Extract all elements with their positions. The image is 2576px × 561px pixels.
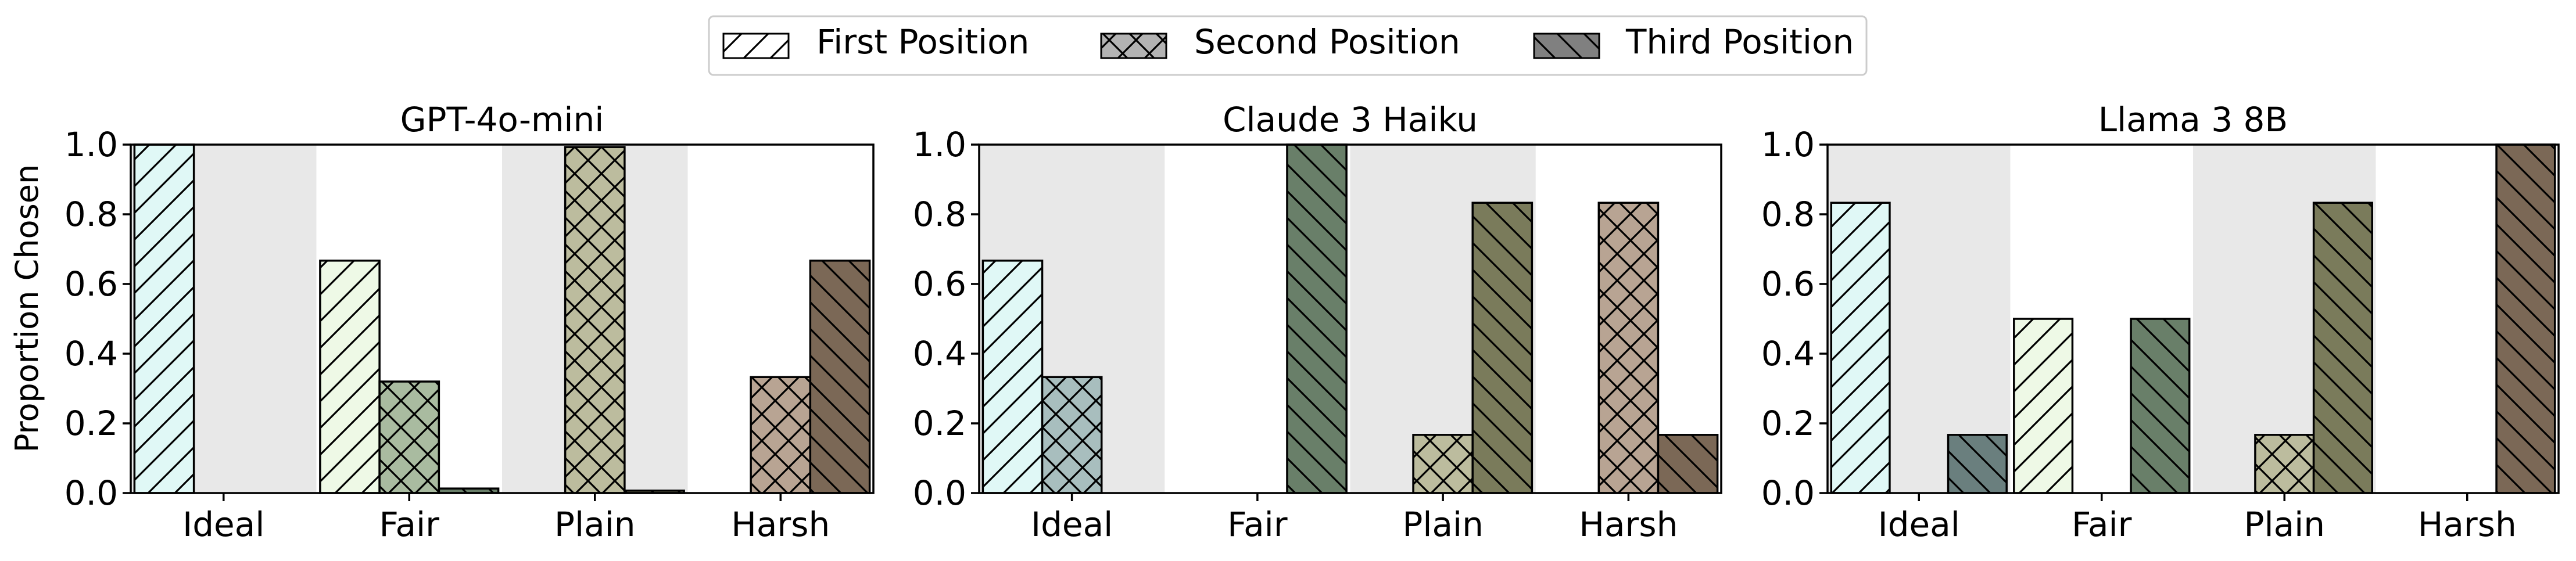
legend-item-second: Second Position bbox=[1100, 22, 1460, 62]
bar-hatch bbox=[2013, 318, 2074, 494]
y-tick-label: 0.0 bbox=[913, 473, 966, 513]
bar-hatch bbox=[809, 260, 871, 494]
bar-third-ideal bbox=[1947, 434, 2008, 494]
bar-third-plain bbox=[1471, 202, 1534, 494]
bar-third-harsh bbox=[1657, 434, 1719, 494]
bar-hatch bbox=[133, 143, 195, 494]
x-tick-label: Plain bbox=[554, 505, 636, 544]
y-tick-label: 0.6 bbox=[1761, 264, 1815, 304]
bar-third-harsh bbox=[2495, 143, 2556, 494]
y-tick-label: 0.8 bbox=[913, 195, 966, 234]
panel-title: Claude 3 Haiku bbox=[1223, 100, 1478, 139]
bar-first-fair bbox=[2013, 318, 2074, 494]
bar-second-harsh bbox=[1597, 202, 1660, 494]
bar-hatch bbox=[319, 260, 381, 494]
bar-second-plain bbox=[564, 146, 626, 494]
bar-hatch bbox=[1041, 376, 1103, 494]
bar-hatch bbox=[981, 260, 1044, 494]
bar-hatch bbox=[1947, 434, 2008, 494]
bar-second-plain bbox=[1412, 434, 1474, 494]
x-tick-label: Harsh bbox=[1579, 505, 1678, 544]
y-tick-label: 0.2 bbox=[1761, 404, 1815, 443]
bar-third-fair bbox=[2130, 318, 2191, 494]
x-tick-label: Harsh bbox=[731, 505, 830, 544]
legend-swatch-hatch bbox=[722, 33, 790, 59]
legend-item-first: First Position bbox=[722, 22, 1029, 62]
y-tick-label: 0.0 bbox=[1761, 473, 1815, 513]
legend-swatch-hatch bbox=[1100, 33, 1167, 59]
x-tick-label: Fair bbox=[379, 505, 439, 544]
bar-hatch bbox=[1471, 202, 1534, 494]
bar-hatch bbox=[2130, 318, 2191, 494]
panel-title: Llama 3 8B bbox=[2098, 100, 2288, 139]
y-tick-label: 0.4 bbox=[1761, 334, 1815, 373]
bar-first-ideal bbox=[981, 260, 1044, 494]
bar-second-ideal bbox=[1041, 376, 1103, 494]
x-tick-label: Plain bbox=[1402, 505, 1484, 544]
legend-item-third: Third Position bbox=[1533, 22, 1854, 62]
axes-frame bbox=[1826, 143, 2560, 494]
legend-label-second: Second Position bbox=[1194, 22, 1460, 62]
y-tick-label: 0.6 bbox=[913, 264, 966, 304]
panel-title: GPT-4o-mini bbox=[400, 100, 604, 139]
bar-hatch bbox=[1830, 202, 1891, 494]
bar-hatch bbox=[2312, 202, 2373, 494]
x-tick-label: Ideal bbox=[182, 505, 264, 544]
bar-hatch bbox=[1597, 202, 1660, 494]
y-tick-label: 0.4 bbox=[913, 334, 966, 373]
y-axis-label: Proportion Chosen bbox=[9, 164, 45, 452]
y-tick-label: 1.0 bbox=[65, 125, 118, 164]
bar-second-plain bbox=[2254, 434, 2315, 494]
y-tick-label: 0.8 bbox=[1761, 195, 1815, 234]
y-tick-label: 0.6 bbox=[65, 264, 118, 304]
bar-hatch bbox=[2495, 143, 2556, 494]
legend-frame bbox=[708, 15, 1868, 76]
x-tick-label: Plain bbox=[2244, 505, 2325, 544]
y-tick-label: 0.4 bbox=[65, 334, 118, 373]
bar-first-ideal bbox=[1830, 202, 1891, 494]
bar-hatch bbox=[1412, 434, 1474, 494]
legend-label-first: First Position bbox=[816, 22, 1029, 62]
x-tick-label: Fair bbox=[2072, 505, 2132, 544]
legend-label-third: Third Position bbox=[1625, 22, 1854, 62]
bar-third-harsh bbox=[809, 260, 871, 494]
y-tick-label: 0.2 bbox=[65, 404, 118, 443]
bar-second-fair bbox=[378, 380, 440, 494]
bar-second-harsh bbox=[750, 376, 812, 494]
bar-third-fair bbox=[1286, 143, 1348, 494]
x-tick-label: Fair bbox=[1227, 505, 1288, 544]
bar-hatch bbox=[564, 146, 626, 494]
x-tick-label: Ideal bbox=[1878, 505, 1960, 544]
y-tick-label: 0.8 bbox=[65, 195, 118, 234]
axes-frame bbox=[978, 143, 1722, 494]
bar-first-fair bbox=[319, 260, 381, 494]
bar-hatch bbox=[1657, 434, 1719, 494]
y-tick-label: 1.0 bbox=[1761, 125, 1815, 164]
bar-hatch bbox=[750, 376, 812, 494]
bar-hatch bbox=[2254, 434, 2315, 494]
bar-first-ideal bbox=[133, 143, 195, 494]
x-tick-label: Harsh bbox=[2418, 505, 2517, 544]
legend: First Position Second Position Third Pos… bbox=[708, 15, 1868, 76]
x-tick-label: Ideal bbox=[1031, 505, 1113, 544]
legend-swatch-hatch bbox=[1533, 33, 1600, 59]
bar-hatch bbox=[378, 380, 440, 494]
bar-third-plain bbox=[2312, 202, 2373, 494]
bar-hatch bbox=[1286, 143, 1348, 494]
y-tick-label: 0.2 bbox=[913, 404, 966, 443]
axes-frame bbox=[130, 143, 875, 494]
y-tick-label: 1.0 bbox=[913, 125, 966, 164]
y-tick-label: 0.0 bbox=[65, 473, 118, 513]
